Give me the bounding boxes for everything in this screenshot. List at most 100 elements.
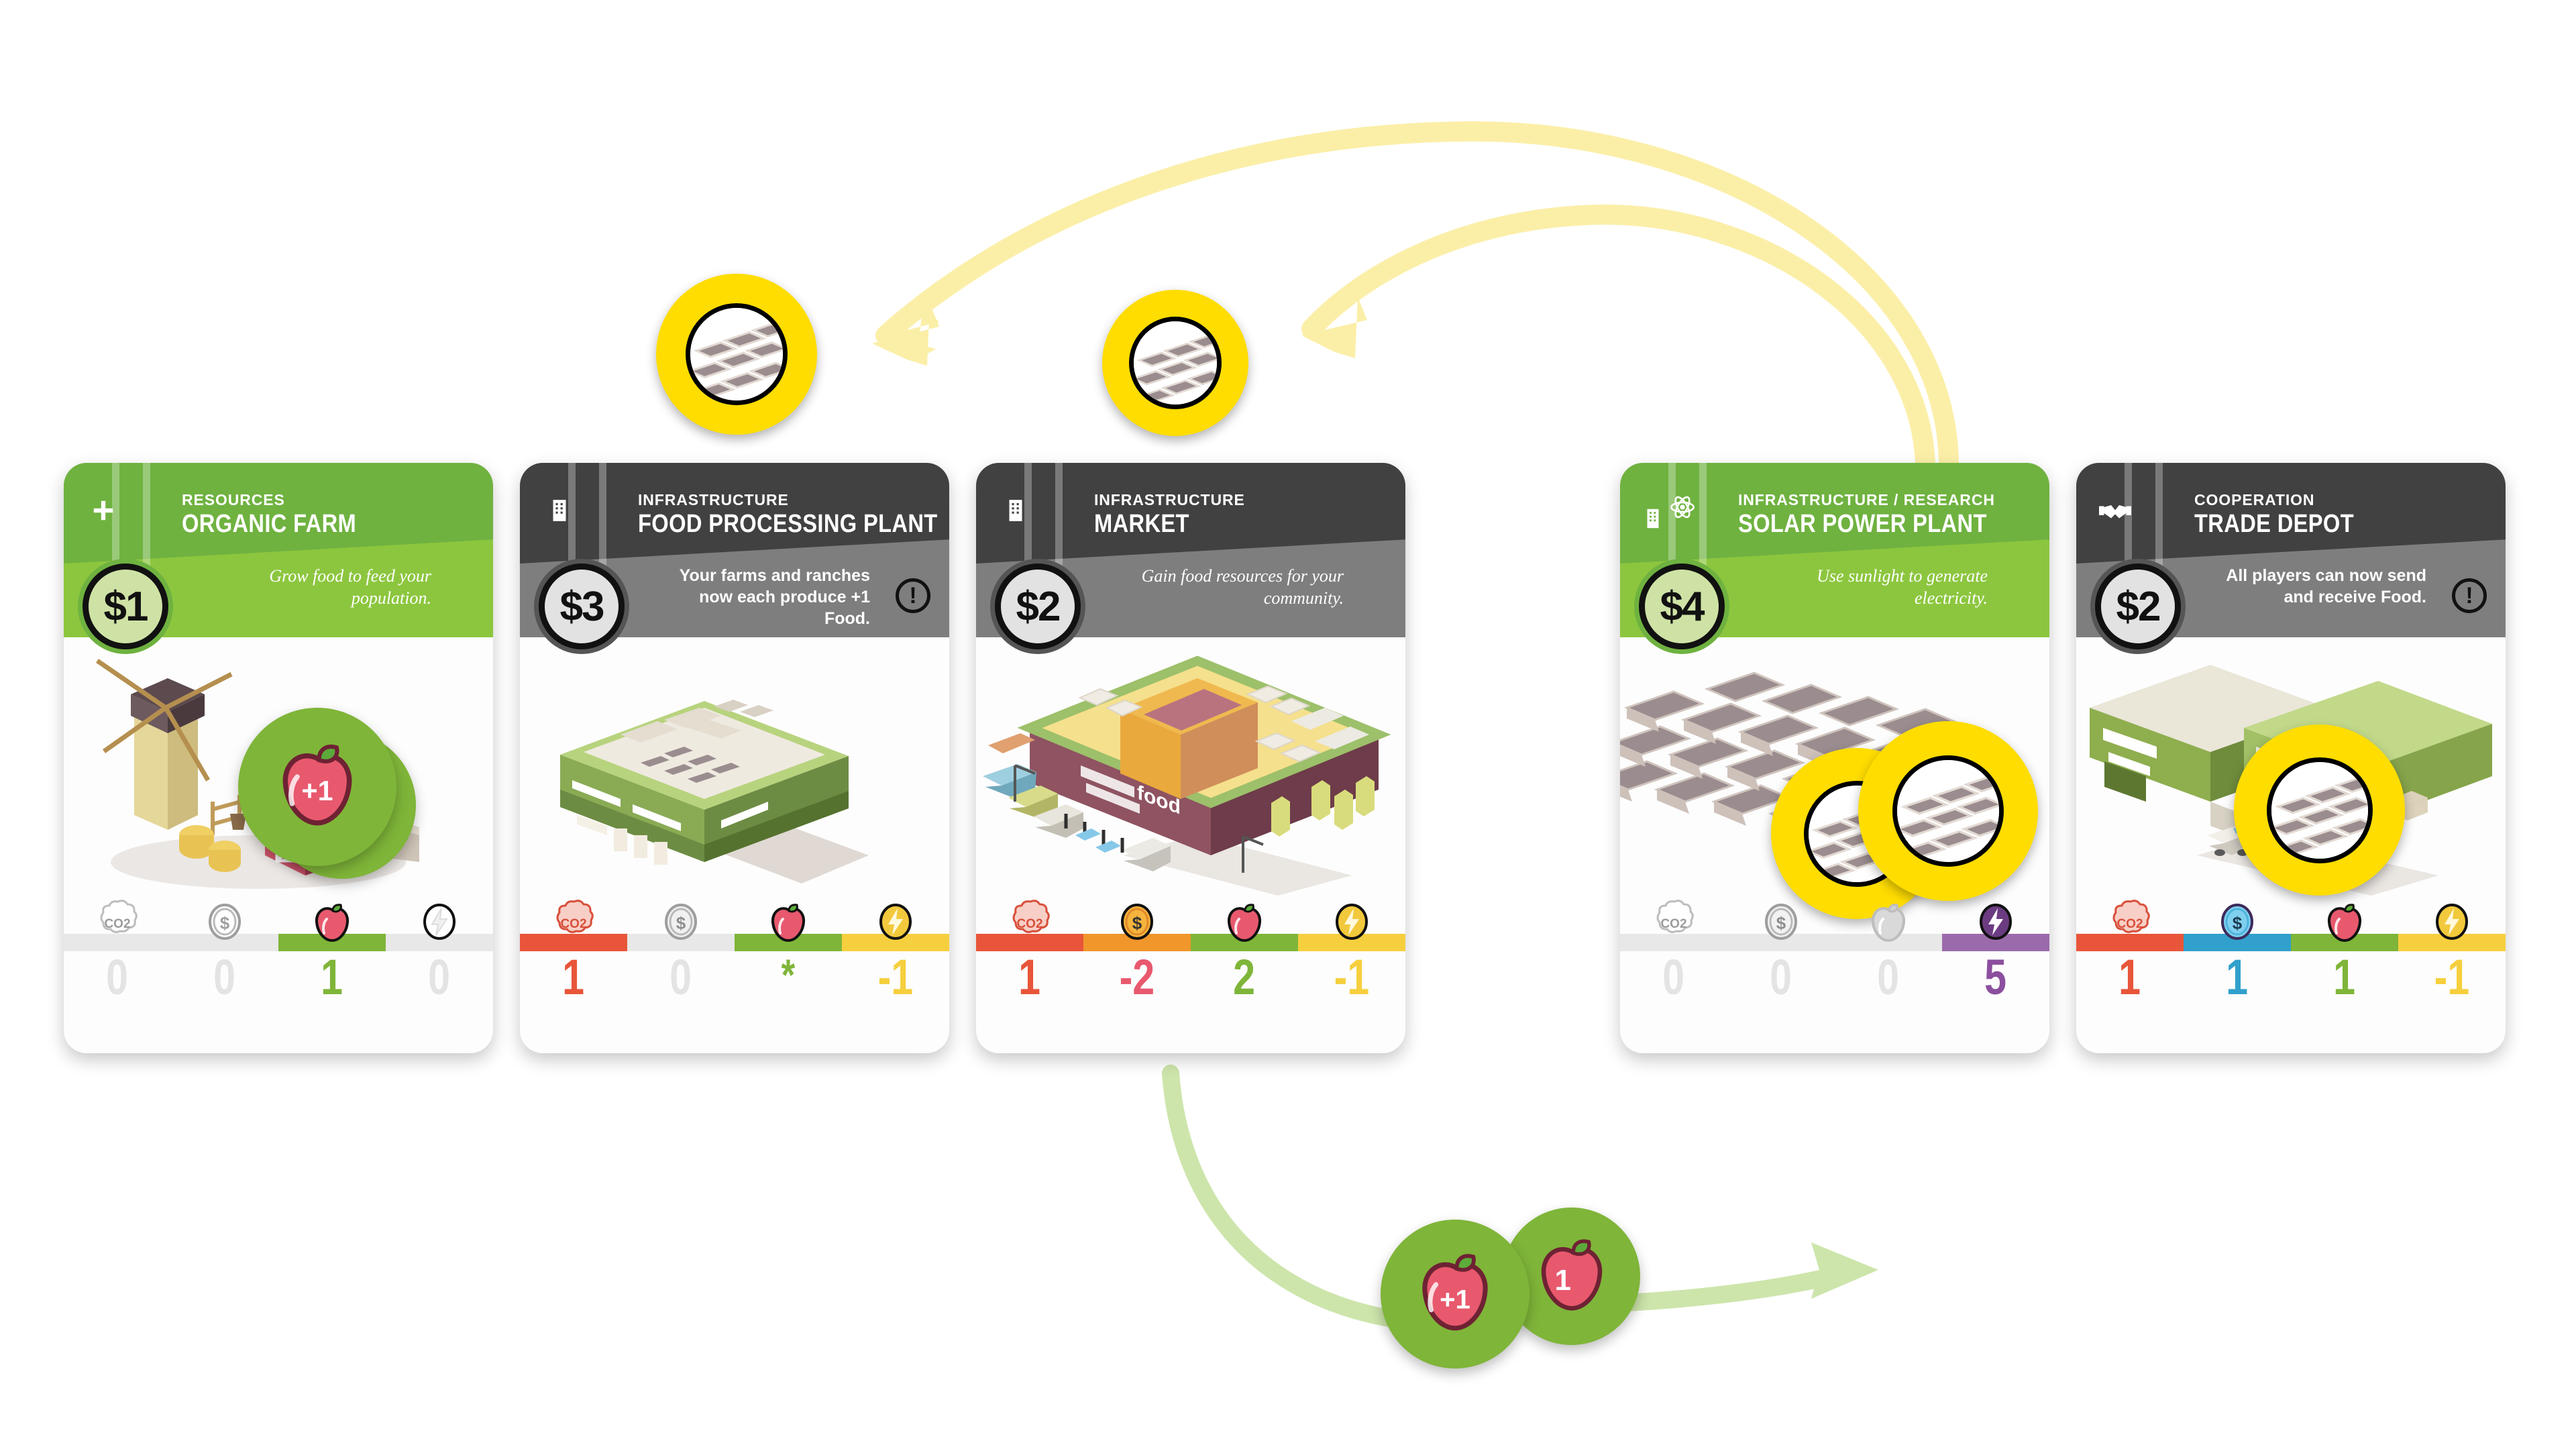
- token-label: 1: [1554, 1263, 1570, 1296]
- apple-icon: +1: [282, 745, 352, 826]
- card-description: Your farms and ranches now each produce …: [679, 566, 870, 628]
- card-price-coin: $4: [1639, 564, 1725, 649]
- card-title-block: INFRASTRUCTURE MARKET: [1094, 491, 1245, 539]
- co2-icon: CO2: [2112, 900, 2150, 933]
- header-stripe: [568, 463, 576, 637]
- stat-value: 1: [2118, 949, 2141, 1005]
- header-stripe: [2125, 463, 2132, 637]
- stat-value: 5: [1984, 949, 2007, 1005]
- stat-energy: -1: [2398, 899, 2506, 1002]
- apple-icon: 1: [1541, 1239, 1602, 1311]
- alert-badge[interactable]: !: [896, 578, 930, 613]
- card-description: Gain food resources for your community.: [1141, 566, 1344, 608]
- stat-value: -2: [1119, 949, 1155, 1005]
- solar-panel-icon: [1897, 760, 1999, 862]
- coin-icon: $: [665, 904, 697, 940]
- svg-text:$: $: [220, 913, 230, 933]
- floating-solar-token-a[interactable]: [656, 274, 817, 435]
- card-type-icons: [1003, 498, 1028, 523]
- alert-badge[interactable]: !: [2452, 578, 2487, 613]
- apple-icon: +1: [1422, 1254, 1488, 1331]
- header-stripe: [2155, 463, 2163, 637]
- card-type-icons: [2099, 498, 2131, 525]
- stat-value: -1: [1334, 949, 1370, 1005]
- stat-value: -1: [2434, 949, 2470, 1005]
- card-header: COOPERATION TRADE DEPOT All players can …: [2076, 463, 2506, 637]
- solar-panel-thumb: [1129, 317, 1222, 409]
- header-stripe: [143, 463, 150, 637]
- solar-panel-icon: [1134, 321, 1217, 405]
- lightning-icon: [879, 904, 912, 940]
- stat-value: *: [781, 950, 796, 1000]
- card-stats-row: CO2 1 $ 1: [2076, 899, 2506, 1053]
- card-title-block: INFRASTRUCTURE / RESEARCH SOLAR POWER PL…: [1738, 491, 2027, 539]
- card-header: RESOURCES ORGANIC FARM Grow food to feed…: [64, 463, 493, 637]
- header-stripe: [1668, 463, 1676, 637]
- building-icon: [553, 500, 566, 521]
- lightning-icon: [1336, 904, 1368, 940]
- lightning-icon: [423, 904, 455, 940]
- solar-token-on-depot[interactable]: [2234, 724, 2405, 896]
- bottom-food-token-a[interactable]: +1: [1381, 1220, 1529, 1368]
- atom-icon: [1670, 496, 1695, 519]
- svg-text:CO2: CO2: [104, 917, 130, 931]
- stat-value: 1: [1018, 949, 1041, 1005]
- header-stripe: [1699, 463, 1707, 637]
- card-market[interactable]: INFRASTRUCTURE MARKET Gain food resource…: [976, 463, 1405, 1053]
- stat-value: 1: [562, 949, 585, 1005]
- apple-icon: [315, 904, 350, 943]
- svg-text:$: $: [2233, 913, 2243, 933]
- card-title: SOLAR POWER PLANT: [1738, 510, 1987, 538]
- card-category: INFRASTRUCTURE: [638, 491, 789, 508]
- arrow-yellow-short: [1301, 204, 1935, 473]
- stat-money: $ 0: [627, 899, 735, 1002]
- co2-icon: CO2: [1656, 900, 1694, 933]
- solar-panel-thumb: [2266, 757, 2373, 863]
- stat-food: 0: [1835, 899, 1942, 1002]
- stat-money: $ -2: [1083, 899, 1191, 1002]
- coin-icon: $: [1121, 904, 1153, 940]
- stat-value: 1: [321, 949, 343, 1005]
- solar-token-on-plant-front[interactable]: [1858, 721, 2038, 901]
- card-trade-depot[interactable]: COOPERATION TRADE DEPOT All players can …: [2076, 463, 2506, 1053]
- svg-text:$: $: [676, 913, 686, 933]
- svg-text:CO2: CO2: [2116, 917, 2143, 931]
- svg-text:$: $: [1776, 913, 1786, 933]
- card-title: FOOD PROCESSING PLANT: [638, 510, 938, 538]
- stat-co2: CO2 1: [976, 899, 1083, 1002]
- card-food-processing-plant[interactable]: INFRASTRUCTURE FOOD PROCESSING PLANT You…: [520, 463, 949, 1053]
- card-category: INFRASTRUCTURE: [1094, 491, 1245, 508]
- svg-text:+1: +1: [301, 775, 333, 806]
- stat-value: 0: [1770, 949, 1792, 1005]
- stat-co2: CO2 0: [1620, 899, 1727, 1002]
- apple-icon: [2327, 904, 2362, 943]
- card-category: INFRASTRUCTURE / RESEARCH: [1738, 491, 1995, 508]
- coin-icon: $: [209, 904, 241, 940]
- header-stripe: [599, 463, 606, 637]
- card-type-icons: [91, 498, 116, 523]
- card-stats-row: CO2 1 $ -2: [976, 899, 1405, 1053]
- arrow-yellow-long: [872, 121, 1959, 473]
- coin-icon: $: [1765, 904, 1797, 940]
- food-token-on-farm-front[interactable]: +1: [238, 708, 396, 866]
- solar-panel-thumb: [1892, 755, 2004, 867]
- card-type-icons: [1642, 494, 1696, 533]
- apple-icon: [771, 904, 806, 943]
- stat-value: 2: [1233, 949, 1256, 1005]
- stat-value: 0: [428, 949, 451, 1005]
- card-artwork-factory: [520, 634, 949, 896]
- co2-icon: CO2: [556, 900, 594, 933]
- floating-solar-token-b[interactable]: [1102, 290, 1248, 436]
- card-category: COOPERATION: [2194, 491, 2315, 508]
- co2-icon: CO2: [1012, 900, 1050, 933]
- building-icon: [1647, 508, 1659, 529]
- card-price-coin: $3: [539, 564, 625, 649]
- lightning-icon: [1980, 904, 2012, 940]
- stat-value: 0: [669, 949, 692, 1005]
- coin-icon: $: [2221, 904, 2253, 940]
- card-stats-row: CO2 1 $ 0: [520, 899, 949, 1053]
- stat-energy: 5: [1942, 899, 2049, 1002]
- stat-food: 2: [1191, 899, 1298, 1002]
- stat-co2: CO2 1: [520, 899, 627, 1002]
- stat-food: *: [735, 899, 842, 1002]
